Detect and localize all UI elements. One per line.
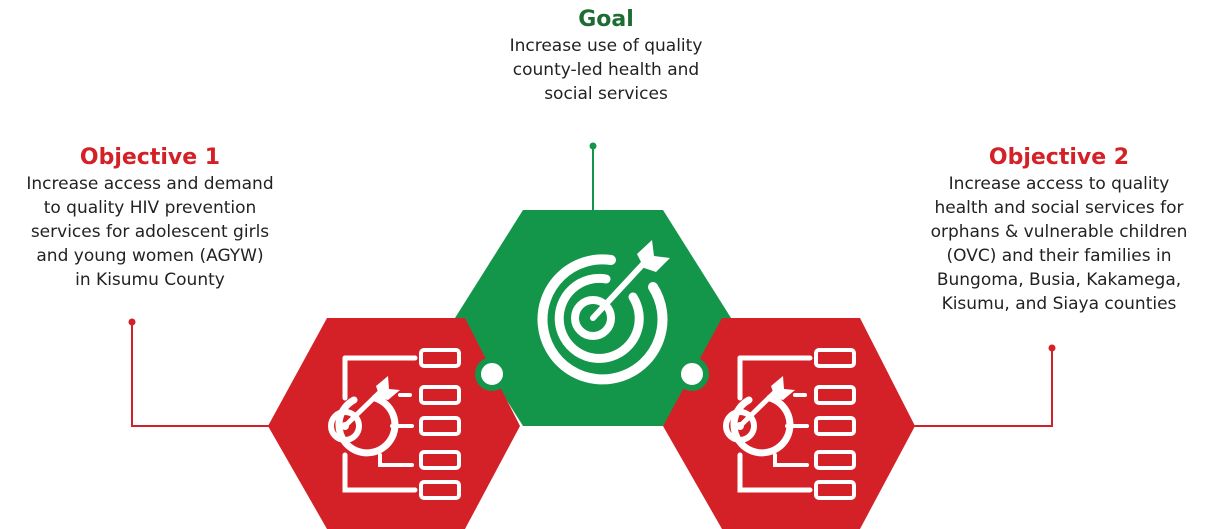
target-arrow-icon [537, 240, 670, 385]
goal-block: Goal Increase use of quality county-led … [456, 6, 756, 106]
objective-1-line: to quality HIV prevention [43, 198, 257, 218]
connector-objective-2 [912, 344, 1056, 427]
objective-1-block: Objective 1 Increase access and demand t… [0, 144, 300, 292]
goal-line: social services [544, 84, 668, 104]
objective-2-line: (OVC) and their families in [946, 246, 1172, 266]
objective-1-line: Increase access and demand [26, 174, 274, 194]
target-checklist-icon [723, 348, 856, 500]
objective-2-line: health and social services for [934, 198, 1184, 218]
connector-goal [589, 142, 597, 210]
goal-line: Increase use of quality [509, 36, 703, 56]
goal-description: Increase use of quality county-led healt… [456, 34, 756, 106]
objective-2-line: Increase access to quality [948, 174, 1170, 194]
objective-1-line: services for adolescent girls [30, 222, 270, 242]
goal-line: county-led health and [512, 60, 700, 80]
objective-2-line: orphans & vulnerable children [930, 222, 1188, 242]
objective-1-title: Objective 1 [79, 145, 221, 170]
objective-1-line: and young women (AGYW) [36, 246, 264, 266]
objective-1-line: in Kisumu County [75, 270, 225, 290]
objective-1-description: Increase access and demand to quality HI… [0, 172, 300, 292]
goal-title: Goal [578, 7, 634, 32]
objective-2-line: Kisumu, and Siaya counties [941, 294, 1177, 314]
target-checklist-icon [328, 348, 461, 500]
objective-2-description: Increase access to quality health and so… [906, 172, 1212, 316]
junction-node-right [675, 357, 709, 391]
objective-2-block: Objective 2 Increase access to quality h… [906, 144, 1212, 316]
objective-2-title: Objective 2 [988, 145, 1130, 170]
objective-2-line: Bungoma, Busia, Kakamega, [936, 270, 1182, 290]
connector-objective-1 [128, 318, 272, 427]
junction-node-left [475, 357, 509, 391]
